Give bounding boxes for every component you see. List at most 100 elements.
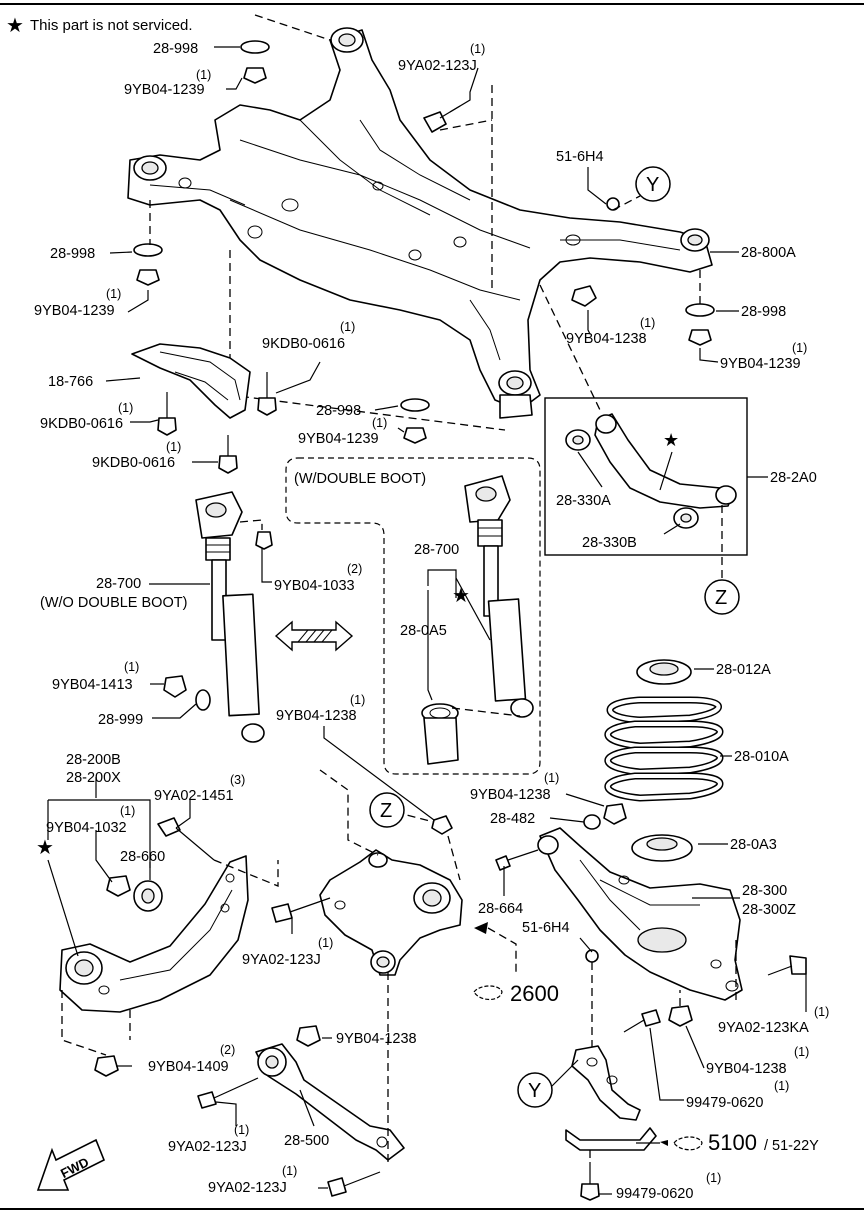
svg-text:Y: Y (646, 174, 659, 196)
label-99479-0620-a: 99479-0620 (686, 1095, 763, 1111)
washer-28-998-d[interactable] (400, 398, 430, 412)
label-28-200x: 28-200X (66, 770, 121, 786)
bracket-18-766[interactable] (131, 343, 251, 419)
group-ref-2600 (473, 985, 503, 1001)
svg-text:(1): (1) (774, 1079, 789, 1093)
lateral-link-28-500[interactable] (255, 1043, 405, 1161)
nut-9yb04-1239-b[interactable] (136, 269, 160, 286)
legend-text: This part is not serviced. (30, 17, 193, 34)
spring-seat-28-012a[interactable] (636, 659, 692, 685)
label-9yb04-1239-b: 9YB04-1239 (34, 303, 115, 319)
reference-marker-y-a: Y (635, 166, 671, 202)
label-28-500: 28-500 (284, 1133, 329, 1149)
bolt-9ya02-1451[interactable] (157, 817, 215, 861)
label-9kdb0-0616-a: 9KDB0-0616 (262, 336, 345, 352)
svg-text:(1): (1) (118, 401, 133, 415)
double-boot-variant-box (285, 457, 541, 775)
washer-28-999[interactable] (195, 689, 211, 711)
star-icon: ★ (6, 15, 24, 37)
label-9ya02-123j-c: 9YA02-123J (168, 1139, 247, 1155)
svg-text:(1): (1) (340, 320, 355, 334)
trailing-link-28-200b[interactable] (59, 855, 249, 1013)
label-9yb04-1238-e: 9YB04-1238 (336, 1031, 417, 1047)
nut-9yb04-1238-b[interactable] (603, 803, 627, 825)
label-9ya02-1451: 9YA02-1451 (154, 788, 234, 804)
height-sensor-5100[interactable] (565, 1045, 657, 1151)
bushing-28-660[interactable] (133, 880, 163, 912)
bolt-99479-0620-b[interactable] (580, 1162, 600, 1201)
bolt-99479-0620-a[interactable] (623, 1009, 661, 1033)
label-double-boot-title: (W/DOUBLE BOOT) (294, 471, 426, 487)
nut-9yb04-1238-d[interactable] (668, 1005, 693, 1027)
upper-arm-28-2a0[interactable] (594, 413, 737, 509)
label-9yb04-1239-c: 9YB04-1239 (720, 356, 801, 372)
svg-text:(1): (1) (470, 42, 485, 56)
label-28-998-c: 28-998 (741, 304, 786, 320)
arrow-to-5100-icon (660, 1140, 668, 1146)
label-28-330b: 28-330B (582, 535, 637, 551)
nut-9yb04-1239-d[interactable] (403, 427, 427, 444)
spring-seat-28-0a3[interactable] (631, 834, 693, 862)
label-9ya02-123ka: 9YA02-123KA (718, 1020, 809, 1036)
label-9yb04-1413: 9YB04-1413 (52, 677, 133, 693)
label-28-664: 28-664 (478, 901, 523, 917)
washer-28-998-a[interactable] (240, 40, 270, 54)
rear-crossmember[interactable] (127, 27, 713, 419)
bolt-9ya02-123j-top[interactable] (423, 105, 461, 133)
label-28-200b: 28-200B (66, 752, 121, 768)
svg-text:(1): (1) (120, 804, 135, 818)
bolt-9kdb0-0616-b[interactable] (157, 392, 177, 436)
lower-arm-28-300[interactable] (537, 827, 743, 1001)
shock-absorber-28-700-b[interactable] (464, 475, 534, 718)
nut-9yb04-1238-e[interactable] (296, 1025, 321, 1047)
svg-text:(1): (1) (640, 316, 655, 330)
shock-absorber-28-700-a[interactable] (195, 491, 265, 743)
label-51-6h4-b: 51-6H4 (522, 920, 570, 936)
nut-9yb04-1239-c[interactable] (688, 329, 712, 346)
label-28-998-a: 28-998 (153, 41, 198, 57)
bolt-9ya02-123j-knuckle[interactable] (271, 897, 331, 923)
svg-text:(1): (1) (544, 771, 559, 785)
nut-9yb04-1238-c[interactable] (431, 815, 453, 835)
nut-9yb04-1032[interactable] (106, 875, 131, 897)
label-2600: 2600 (510, 981, 559, 1006)
nut-9yb04-1409[interactable] (94, 1055, 119, 1077)
bolt-9ya02-123j-link-a[interactable] (197, 1077, 259, 1109)
label-9yb04-1238-a: 9YB04-1238 (566, 331, 647, 347)
svg-text:Z: Z (380, 800, 392, 822)
bushing-28-330b[interactable] (673, 507, 699, 529)
label-9yb04-1239-a: 9YB04-1239 (124, 82, 205, 98)
label-9yb04-1238-c: 9YB04-1238 (470, 787, 551, 803)
svg-text:(1): (1) (814, 1005, 829, 1019)
nut-9yb04-1033[interactable] (255, 531, 273, 550)
nut-9yb04-1413[interactable] (163, 675, 187, 698)
bolt-9ya02-123ka[interactable] (767, 955, 807, 976)
washer-28-998-b[interactable] (133, 243, 163, 257)
boot-28-0a5[interactable] (421, 703, 459, 765)
nut-9yb04-1238-a[interactable] (571, 285, 597, 307)
label-9kdb0-0616-b: 9KDB0-0616 (40, 416, 123, 432)
label-28-999: 28-999 (98, 712, 143, 728)
svg-text:(1): (1) (234, 1123, 249, 1137)
bolt-9kdb0-0616-a[interactable] (257, 372, 277, 416)
cam-bolt-28-664[interactable] (495, 849, 539, 871)
equivalence-arrow (274, 620, 354, 652)
svg-text:(1): (1) (318, 936, 333, 950)
svg-text:(1): (1) (350, 693, 365, 707)
coil-spring-28-010a[interactable] (604, 696, 724, 802)
bolt-9ya02-123j-link-b[interactable] (327, 1171, 381, 1197)
label-51-22y: / 51-22Y (764, 1138, 819, 1154)
svg-text:(1): (1) (706, 1171, 721, 1185)
group-ref-5100 (673, 1136, 703, 1151)
svg-text:(3): (3) (230, 773, 245, 787)
label-18-766: 18-766 (48, 374, 93, 390)
label-9yb04-1033: 9YB04-1033 (274, 578, 355, 594)
bushing-28-330a[interactable] (565, 429, 591, 451)
bolt-9kdb0-0616-c[interactable] (218, 435, 238, 474)
knuckle-2600[interactable] (319, 849, 463, 976)
nut-9yb04-1239-a[interactable] (243, 67, 267, 84)
cam-washer-28-482[interactable] (583, 814, 601, 830)
washer-28-998-c[interactable] (685, 303, 715, 317)
svg-text:Z: Z (715, 587, 727, 609)
svg-text:(2): (2) (220, 1043, 235, 1057)
